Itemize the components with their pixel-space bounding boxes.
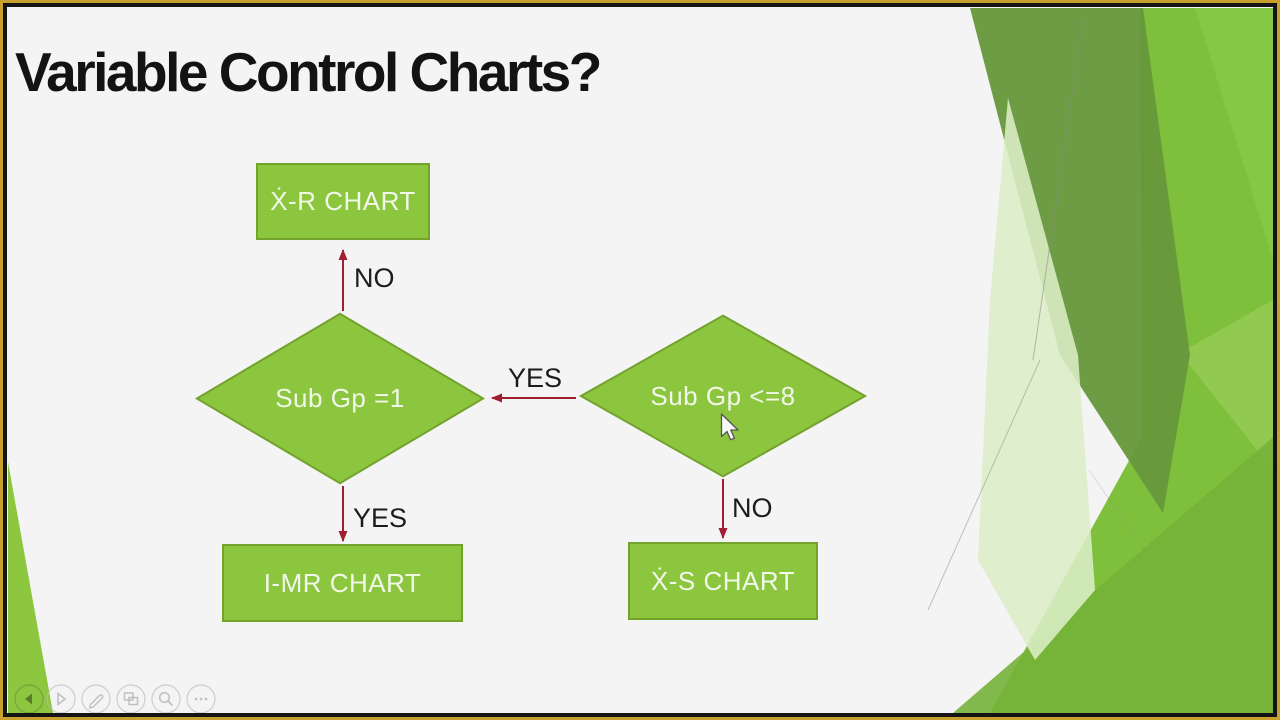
previous-slide-icon bbox=[14, 684, 44, 713]
flowchart-node-xr-chart: Ẋ-R CHART bbox=[256, 163, 430, 240]
window-inner-frame: Variable Control Charts? Ẋ-R CHART bbox=[3, 3, 1277, 717]
next-slide-button[interactable] bbox=[45, 683, 77, 713]
node-label: I-MR CHART bbox=[263, 567, 422, 598]
next-slide-icon bbox=[46, 684, 76, 713]
slide[interactable]: Variable Control Charts? Ẋ-R CHART bbox=[7, 7, 1273, 713]
decor-thin-line bbox=[1088, 469, 1148, 555]
diamond-shape bbox=[578, 314, 868, 478]
slide-title: Variable Control Charts? bbox=[15, 41, 602, 103]
node-label: Sub Gp =1 bbox=[275, 383, 405, 413]
zoom-into-slide-button[interactable] bbox=[150, 683, 182, 713]
previous-slide-button[interactable] bbox=[13, 683, 45, 713]
see-all-slides-button[interactable] bbox=[115, 683, 147, 713]
decor-dark-green-shape bbox=[970, 8, 1190, 513]
node-label: Ẋ-R CHART bbox=[270, 186, 416, 216]
decor-thin-line bbox=[927, 359, 1041, 611]
decor-medium-green-shape bbox=[953, 437, 1273, 713]
flowchart-node-subgroup-eq-1: Sub Gp =1 bbox=[194, 312, 486, 485]
edge-label-yes: YES bbox=[353, 503, 408, 533]
node-label: Ẋ-S CHART bbox=[650, 565, 796, 596]
flowchart-node-subgroup-le-8: Sub Gp <=8 bbox=[578, 314, 868, 478]
see-all-slides-icon bbox=[116, 684, 146, 713]
flowchart-node-imr-chart: I-MR CHART bbox=[222, 544, 463, 622]
more-options-button[interactable] bbox=[185, 683, 217, 713]
edge-label-no: NO bbox=[354, 263, 395, 293]
decor-thin-line bbox=[1032, 19, 1084, 361]
decor-bottom-left-wedge bbox=[8, 462, 53, 713]
magnifier-icon bbox=[151, 684, 181, 713]
decor-bright-green-shape bbox=[990, 8, 1273, 713]
decor-light-wedge-shape bbox=[1180, 300, 1273, 470]
decor-pale-green-shape bbox=[978, 98, 1095, 660]
node-label: Sub Gp <=8 bbox=[650, 380, 796, 411]
edge-label-yes: YES bbox=[508, 363, 563, 393]
slideshow-controls bbox=[7, 679, 237, 713]
more-options-icon bbox=[186, 684, 216, 713]
pen-tools-button[interactable] bbox=[80, 683, 112, 713]
flowchart-node-xs-chart: Ẋ-S CHART bbox=[628, 542, 818, 620]
edge-label-no: NO bbox=[732, 493, 773, 523]
pen-tools-icon bbox=[81, 684, 111, 713]
diamond-shape bbox=[194, 312, 486, 485]
decor-light-corner-shape bbox=[1195, 8, 1273, 260]
